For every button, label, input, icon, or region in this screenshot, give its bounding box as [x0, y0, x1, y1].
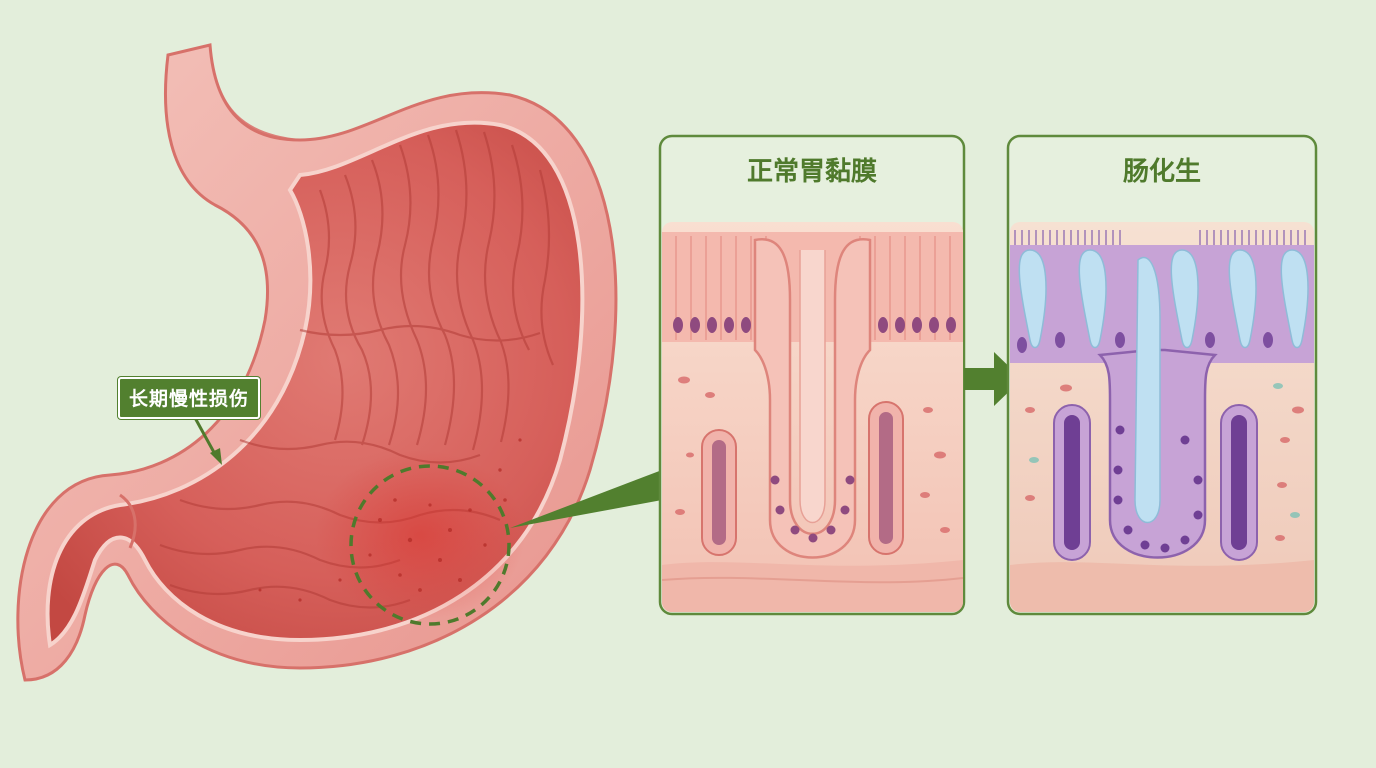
magnified-region-circle: [349, 464, 511, 626]
metaplasia-title: 肠化生: [1123, 157, 1201, 187]
chronic-damage-label: 长期慢性损伤: [118, 377, 261, 419]
arrow-down-right-icon: [192, 415, 222, 465]
metaplasia-panel: 肠化生: [1006, 134, 1318, 616]
crypt-left: [1053, 404, 1091, 561]
gland-right: [868, 401, 904, 555]
stomach-illustration: [16, 43, 618, 682]
normal-mucosa-panel: 正常胃黏膜: [658, 134, 966, 616]
goblet-cells: [1018, 249, 1309, 349]
crypt-right: [1220, 404, 1258, 561]
zoom-connector: [510, 470, 662, 528]
gland-left: [701, 429, 737, 556]
normal-mucosa-title: 正常胃黏膜: [747, 157, 877, 187]
